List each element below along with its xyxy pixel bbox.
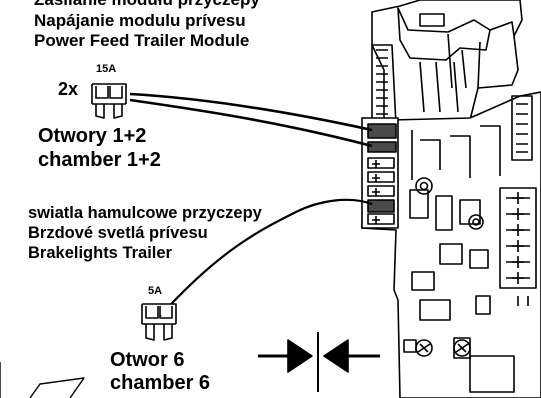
chamber-12-label-english: chamber 1+2: [38, 149, 161, 171]
power-feed-label-slovak: Napájanie modulu prívesu: [34, 11, 246, 30]
wire-5a-to-chamber6: [159, 198, 373, 317]
fuse-5a-icon: [141, 303, 177, 341]
fuse-15a-icon: [91, 83, 127, 119]
chamber-6-label-english: chamber 6: [110, 372, 211, 394]
wires-15a-to-chambers: [129, 92, 373, 148]
fuse-15a-quantity: 2x: [58, 79, 79, 99]
chamber-12-label-polish: Otwory 1+2: [38, 125, 147, 147]
brakelights-label-english: Brakelights Trailer: [28, 244, 172, 262]
brakelights-label-slovak: Brzdové svetlá prívesu: [28, 224, 208, 242]
fuse-slot-column: [361, 117, 399, 229]
fuse-5a-rating: 5A: [148, 285, 163, 297]
power-feed-label-english: Power Feed Trailer Module: [34, 31, 250, 50]
brakelights-label-polish: swiatla hamulcowe przyczepy: [28, 204, 262, 222]
chamber-6-label-polish: Otwor 6: [110, 349, 185, 371]
fuse-15a-rating: 15A: [96, 63, 117, 75]
power-feed-label-polish: Zasilanie modułu przyczepy: [34, 0, 260, 8]
corner-sketch: [0, 362, 85, 398]
fuse-box-housing: [361, 0, 541, 398]
insertion-arrow-symbol: [258, 332, 380, 392]
